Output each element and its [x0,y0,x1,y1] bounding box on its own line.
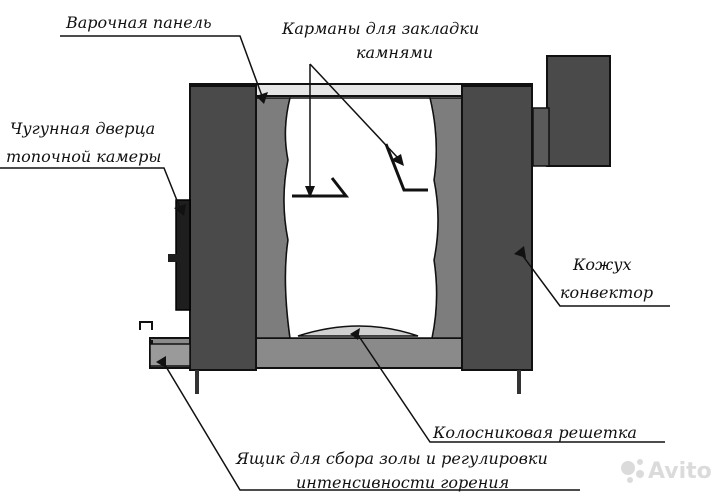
arrowhead-door [174,204,186,216]
chimney-pipe [546,55,611,167]
firebox-chamber [283,97,439,339]
ashbox-front [149,343,191,367]
leader-ashbox [161,359,580,491]
leader-lines [0,35,670,491]
label-pockets-line1: Карманы для закладки [281,19,479,38]
arrowhead-cooktop [256,92,268,104]
arrowhead-pocket-left [305,186,315,198]
leader-grate [355,331,665,443]
arrow-heads [156,92,526,368]
leader-pocket-right [309,63,399,159]
label-door-line1: Чугунная дверца [10,119,155,138]
leader-cooktop [60,35,263,97]
label-ashbox-line2: интенсивности горения [296,473,509,492]
casing-left [189,85,257,371]
label-casing-line1: Кожух [572,255,632,274]
label-casing-line2: конвектор [560,283,653,302]
leader-casing [519,251,670,307]
stone-pocket-right [384,143,428,192]
leg-right [517,370,521,394]
label-grate: Колосниковая решетка [432,423,637,442]
label-door-line2: топочной камеры [6,147,161,166]
label-ashbox-line1: Ящик для сбора золы и регулировки [235,449,548,468]
arrowhead-pocket-right [391,154,404,166]
arrowhead-ashbox [156,356,166,368]
label-pockets-line2: камнями [356,43,433,62]
arrowhead-grate [350,328,360,340]
avito-wordmark: Avito [648,459,712,484]
avito-watermark: Avito [621,459,712,484]
firebox-door [175,199,191,311]
door-handle [168,254,178,262]
casing-right [461,85,533,371]
stove-body [139,55,611,394]
avito-dots-icon [621,459,644,483]
chimney-connector [532,107,550,167]
arrowhead-casing [514,246,526,258]
leader-door [0,167,181,209]
label-cooktop: Варочная панель [65,13,212,32]
labels: Варочная панель Карманы для закладки кам… [6,13,653,492]
leg-left [195,370,199,394]
